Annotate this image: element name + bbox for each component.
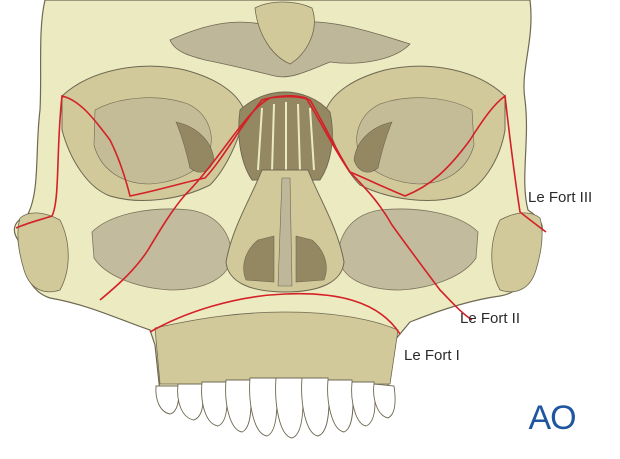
ao-logo-icon: AO xyxy=(528,399,576,436)
left-zygoma xyxy=(17,212,69,293)
ethmoid-cells xyxy=(257,102,315,174)
ao-logo-text: AO xyxy=(528,399,575,436)
left-orbit-fissure xyxy=(175,121,215,173)
nasal-septum xyxy=(277,177,293,287)
right-orbit-fissure xyxy=(353,121,393,173)
maxilla xyxy=(154,311,399,385)
le-fort-ii-line xyxy=(99,95,473,321)
le-fort-iii-label: Le Fort III xyxy=(528,189,593,206)
le-fort-ii-label: Le Fort II xyxy=(460,310,521,327)
le-fort-i-line xyxy=(149,292,401,335)
glabella xyxy=(254,1,315,65)
nasal-cavity-right xyxy=(295,235,327,283)
le-fort-i-label: Le Fort I xyxy=(404,347,460,364)
teeth-row xyxy=(155,377,396,439)
right-zygoma xyxy=(491,212,543,293)
nasal-cavity-left xyxy=(243,235,275,283)
